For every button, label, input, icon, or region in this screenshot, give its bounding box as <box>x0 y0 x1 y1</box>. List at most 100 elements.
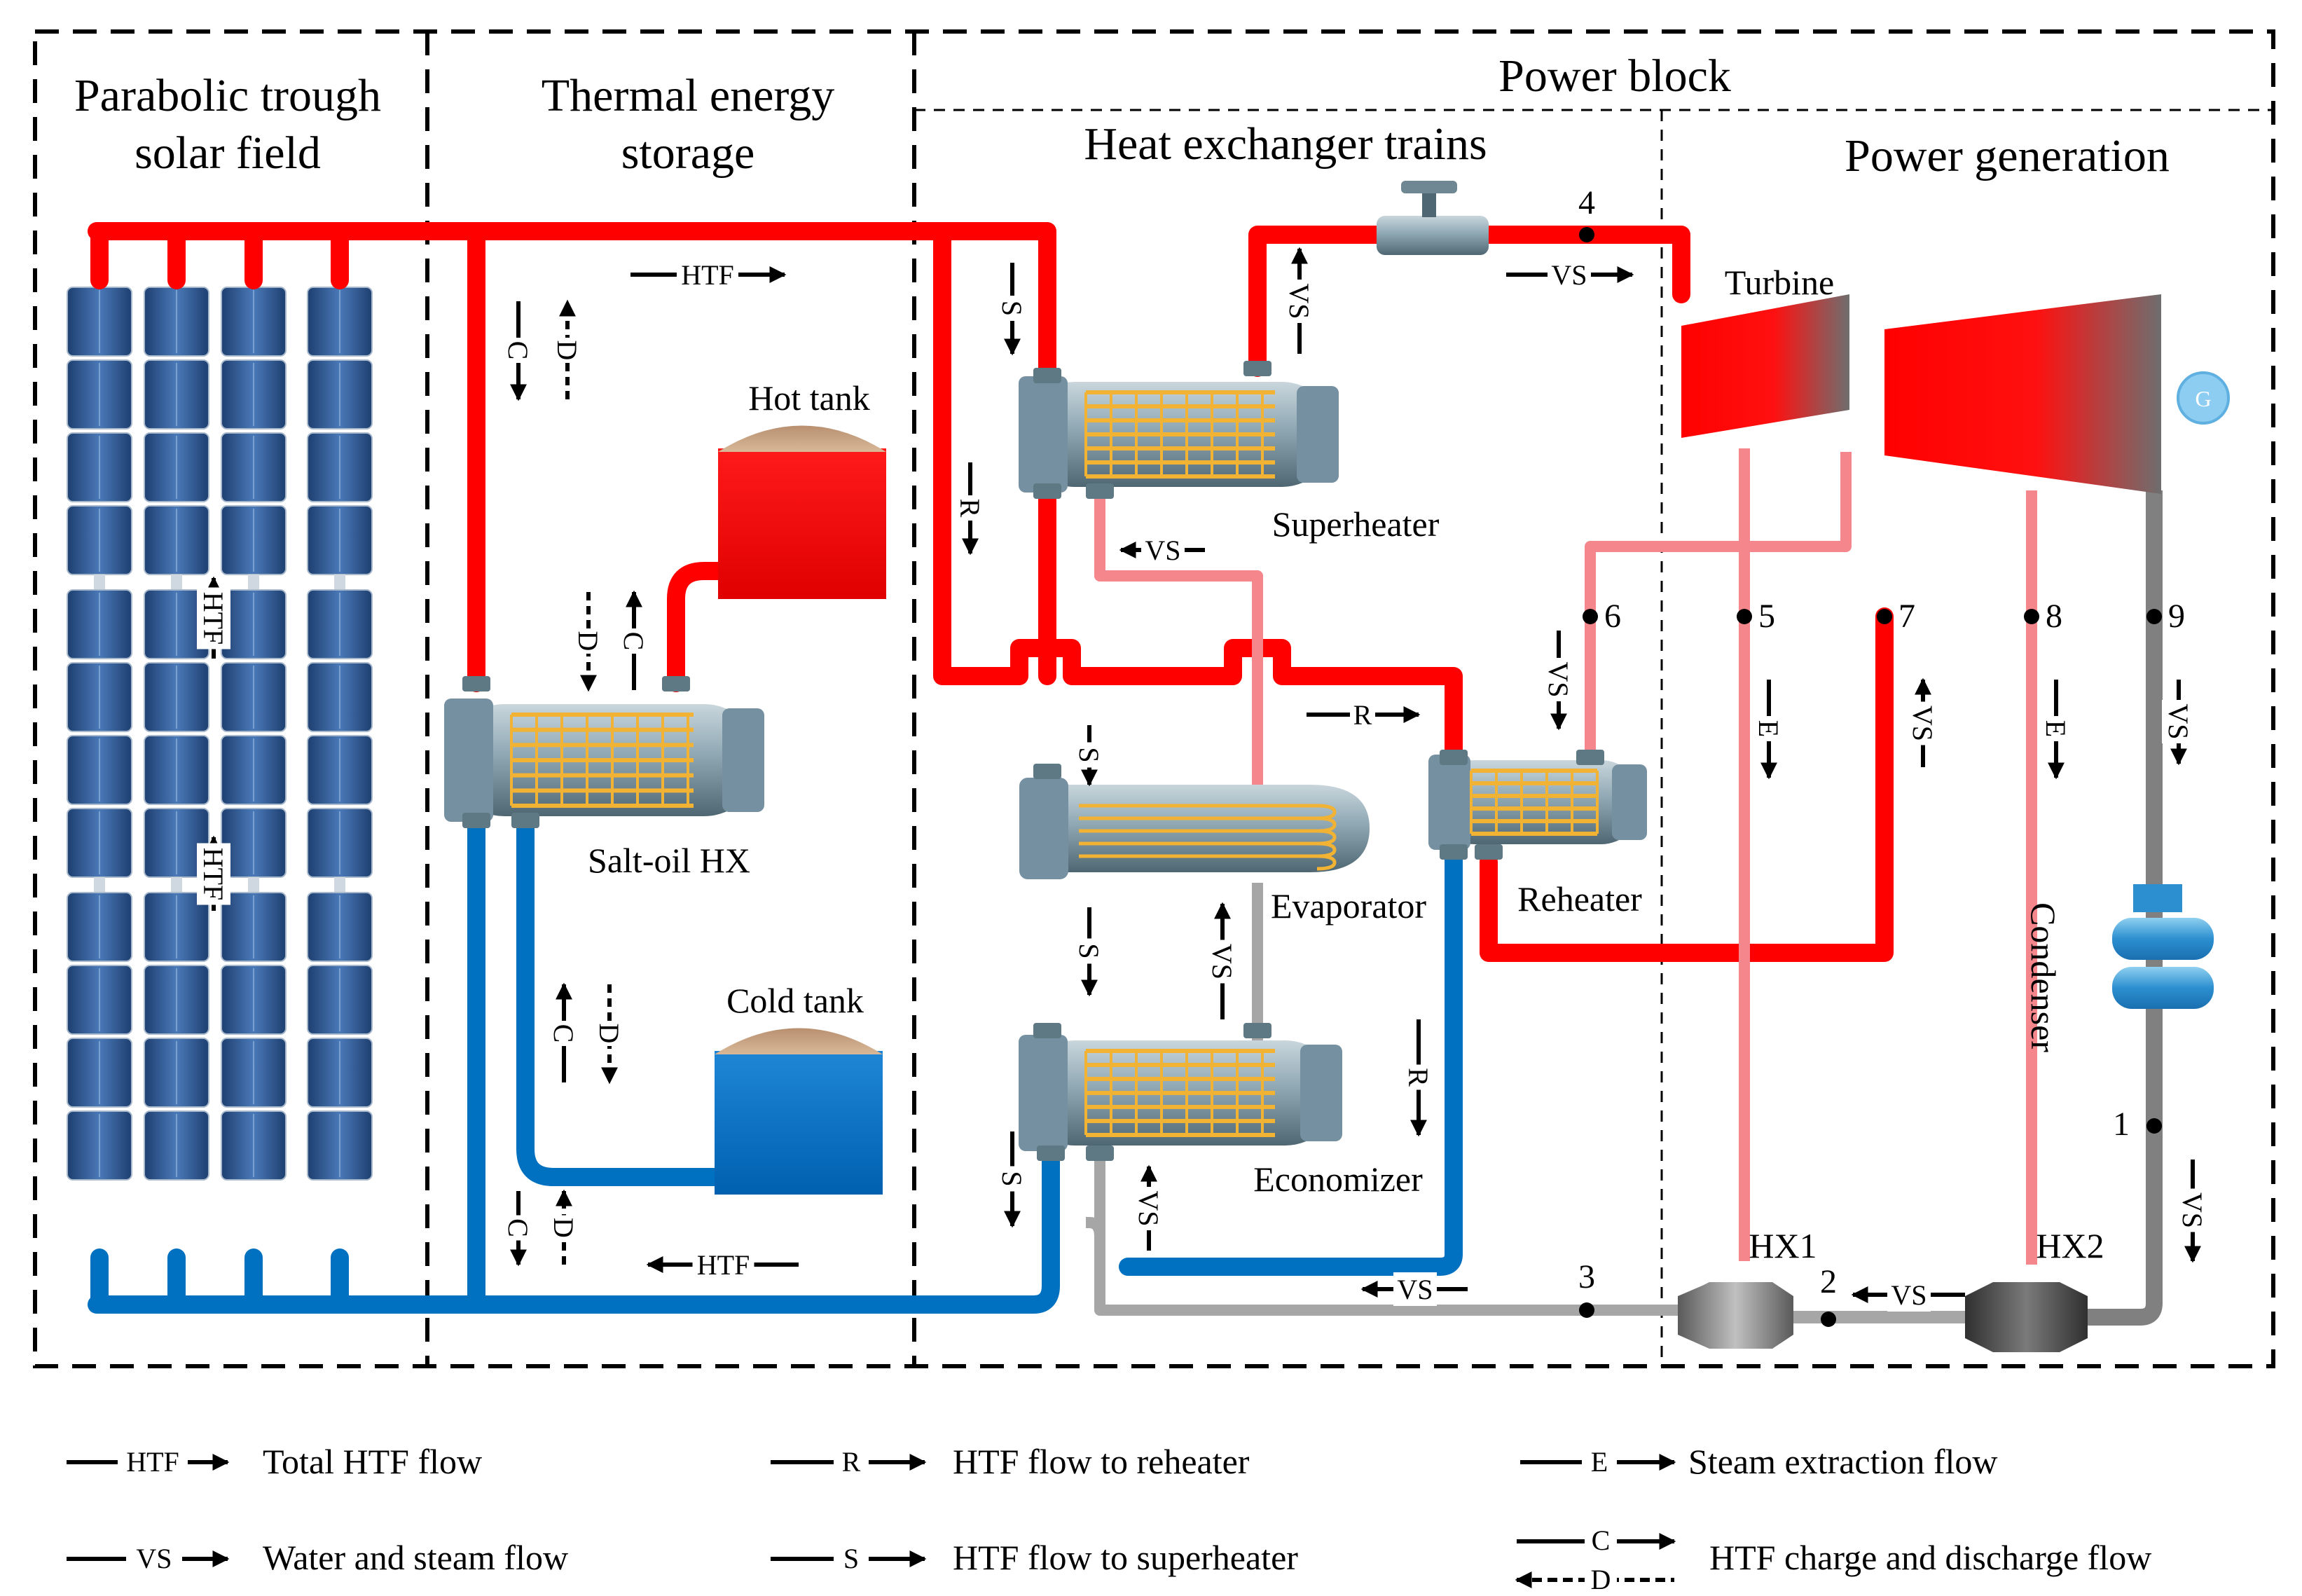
legend-item-e: E Steam extraction flow <box>1520 1442 1998 1481</box>
cold-htf-piping <box>88 811 1463 1314</box>
flow-code-vs: VS <box>1397 1274 1433 1305</box>
reheater-branch-pipe <box>933 226 1463 766</box>
flow-code-d: D <box>593 1024 625 1044</box>
state-point-label: 8 <box>2046 598 2062 635</box>
flow-code-c: C <box>548 1024 579 1043</box>
pipe-nozzle <box>1086 483 1114 499</box>
evaporator-coil <box>1079 854 1337 871</box>
flow-arrow-s: S <box>1073 907 1106 997</box>
collector-joint <box>334 877 345 893</box>
pipe-nozzle <box>462 813 490 828</box>
collector-joint <box>334 575 345 590</box>
legend-code-d: D <box>1591 1564 1611 1595</box>
legend-code-e: E <box>1591 1446 1608 1478</box>
flow-code-htf: HTF <box>198 848 229 901</box>
tes-title-line2: storage <box>621 128 755 179</box>
subsection-frames <box>914 109 2273 1366</box>
turbine-label: Turbine <box>1725 263 1835 302</box>
pipe-nozzle <box>511 813 539 828</box>
pipe-nozzle <box>462 676 490 692</box>
tes-title: Thermal energy <box>542 70 834 121</box>
pipe-nozzle <box>1576 750 1604 765</box>
pipe-nozzle <box>1243 361 1271 376</box>
flow-code-c: C <box>502 1218 534 1237</box>
hot-header-pipe <box>88 222 1056 384</box>
feedwater-pipe <box>1084 1153 1688 1316</box>
state-point-marker <box>2146 1118 2162 1134</box>
legend-item-vs: VS Water and steam flow <box>67 1538 568 1577</box>
superheater-head-right <box>1297 386 1339 483</box>
flow-arrow-vs: VS <box>2176 1160 2210 1263</box>
legend-label-htf: Total HTF flow <box>263 1442 482 1481</box>
superheater-head-left <box>1019 376 1068 493</box>
pipe-nozzle <box>1440 750 1468 765</box>
legend-code-r: R <box>842 1446 861 1478</box>
hx1-feedwater-heater <box>1678 1282 1793 1349</box>
reheater-cold-return-pipe <box>1119 832 1463 1276</box>
flow-arrow-c: C <box>502 301 535 401</box>
flow-code-e: E <box>2040 720 2072 737</box>
water-piping <box>1084 490 2163 1326</box>
legend-item-cd: C D HTF charge and discharge flow <box>1515 1524 2151 1596</box>
flow-arrow-vs: VS <box>1132 1164 1166 1251</box>
state-point-label: 5 <box>1758 598 1775 635</box>
flow-arrow-c: C <box>617 590 651 690</box>
flow-arrow-d: D <box>593 984 626 1085</box>
legend: HTF Total HTF flow R HTF flow to reheate… <box>67 1442 2151 1596</box>
flow-code-r: R <box>1402 1068 1434 1087</box>
solar-field-title-line2: solar field <box>135 128 321 179</box>
pipe-nozzle <box>1033 1023 1061 1038</box>
hot-tank-label: Hot tank <box>748 378 870 418</box>
reheater-head-left <box>1428 755 1470 850</box>
power-generation-title: Power generation <box>1845 130 2170 181</box>
flow-code-c: C <box>502 341 534 360</box>
flow-arrow-vs: VS <box>1360 1272 1468 1306</box>
hx1-label: HX1 <box>1749 1226 1817 1265</box>
evaporator-shell <box>1030 785 1370 872</box>
economizer-head-right <box>1300 1045 1342 1141</box>
saturated-steam-pipe <box>1094 490 1263 785</box>
flow-code-vs: VS <box>1133 1190 1164 1226</box>
flow-arrow-vs: VS <box>2162 680 2196 766</box>
condenser-label: Condenser <box>2024 902 2063 1052</box>
collector-joint <box>248 575 259 590</box>
solar-field-title: Parabolic trough <box>74 70 381 121</box>
collector-joint <box>94 877 105 893</box>
pipe-nozzle <box>1440 844 1468 860</box>
state-point-marker <box>1821 1312 1836 1327</box>
collector-joint <box>248 877 259 893</box>
hp-turbine <box>1681 294 1849 438</box>
generator <box>2177 371 2230 425</box>
legend-item-htf: HTF Total HTF flow <box>67 1442 482 1481</box>
salt-oil-hx-head-left <box>444 699 493 822</box>
flow-code-vs: VS <box>1145 535 1180 566</box>
salt-oil-hx <box>444 699 764 822</box>
salt-oil-hx-label: Salt-oil HX <box>588 841 750 880</box>
pipe-nozzle <box>1243 1023 1271 1038</box>
pipe-nozzle <box>1033 764 1061 779</box>
flow-code-r: R <box>954 499 986 518</box>
collector-joint <box>171 877 182 893</box>
flow-code-c: C <box>618 632 649 651</box>
flow-arrow-htf: HTF <box>646 1248 799 1281</box>
collector-joint <box>94 575 105 590</box>
flow-code-vs: VS <box>2177 1192 2208 1228</box>
economizer <box>1019 1035 1342 1151</box>
flow-code-d: D <box>548 1218 579 1238</box>
flow-arrow-s: S <box>995 1131 1029 1228</box>
generator-label: G <box>2195 386 2211 411</box>
lp-turbine <box>1884 294 2161 494</box>
state-point-marker <box>1579 1302 1594 1318</box>
state-point-marker <box>1579 227 1594 242</box>
state-point-label: 2 <box>1820 1263 1837 1300</box>
reheat-in-pipe <box>1585 452 1852 757</box>
legend-code-c: C <box>1592 1525 1611 1556</box>
flow-arrow-d: D <box>547 1189 581 1265</box>
condenser <box>2112 884 2214 1009</box>
evaporator <box>1019 778 1370 879</box>
evaporator-label: Evaporator <box>1271 886 1426 926</box>
flow-arrow-d: D <box>572 592 605 692</box>
flow-arrow-e: E <box>2039 680 2073 780</box>
reheater-out-pipe <box>1480 607 1894 962</box>
